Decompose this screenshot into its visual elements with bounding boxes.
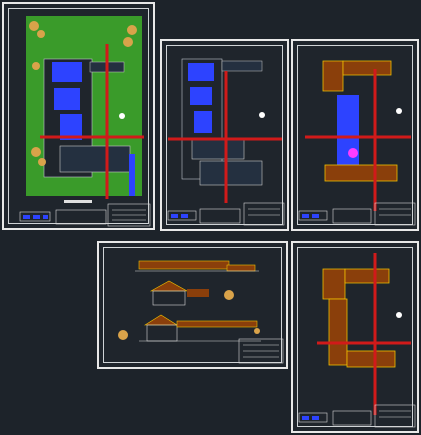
wing-lower <box>60 114 82 140</box>
drawing-sheet-sections[interactable] <box>97 241 288 369</box>
floor-plan-drawing <box>167 58 285 226</box>
sections-drawing <box>118 260 284 364</box>
drawing-sheet-floor-plan[interactable] <box>160 39 289 231</box>
site-plan-drawing <box>19 16 151 227</box>
drawing-sheet-roof-plan[interactable] <box>291 241 419 433</box>
roof-plan-annotated-drawing <box>298 60 416 226</box>
roof-plan-drawing <box>298 253 416 428</box>
sheet-frame <box>103 247 282 363</box>
sheet-frame <box>166 45 283 225</box>
drawing-sheet-site-plan[interactable] <box>2 2 155 230</box>
driveway <box>129 154 135 196</box>
highlight-marker <box>348 148 358 158</box>
south-wing <box>59 145 131 173</box>
sheet-frame <box>8 8 149 224</box>
drawing-sheet-roof-plan-annotated[interactable] <box>291 39 419 231</box>
wing-middle <box>54 88 80 110</box>
wing-upper <box>52 62 82 82</box>
exposed-plan <box>337 95 359 165</box>
sheet-frame <box>297 45 413 225</box>
sheet-frame <box>297 247 413 427</box>
